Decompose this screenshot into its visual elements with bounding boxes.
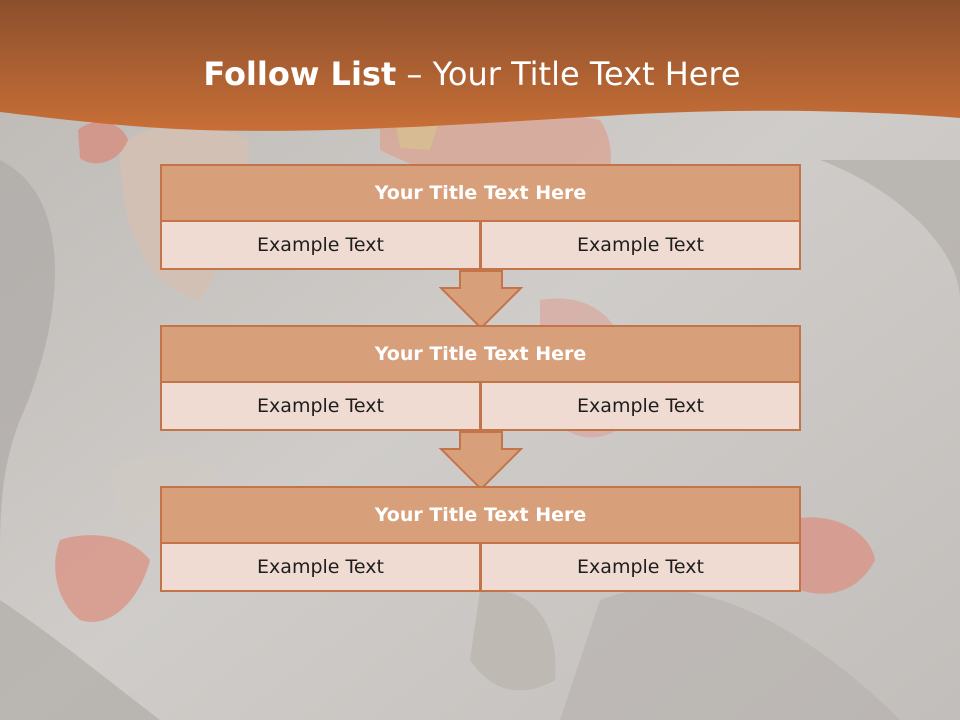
block-title: Your Title Text Here [160,325,801,383]
header-band [0,0,960,131]
slide-title-rest: – Your Title Text Here [396,55,741,93]
slide-title-bold: Follow List [203,55,397,93]
block-cell-left: Example Text [160,381,481,431]
down-arrow-icon [438,270,524,330]
block-cell-left: Example Text [160,542,481,592]
slide-title: Follow List – Your Title Text Here [0,52,944,96]
down-arrow-icon [438,431,524,491]
block-cell-right: Example Text [480,220,801,270]
block-cell-left: Example Text [160,220,481,270]
block-title: Your Title Text Here [160,164,801,222]
block-cell-right: Example Text [480,542,801,592]
block-title: Your Title Text Here [160,486,801,544]
block-cell-right: Example Text [480,381,801,431]
